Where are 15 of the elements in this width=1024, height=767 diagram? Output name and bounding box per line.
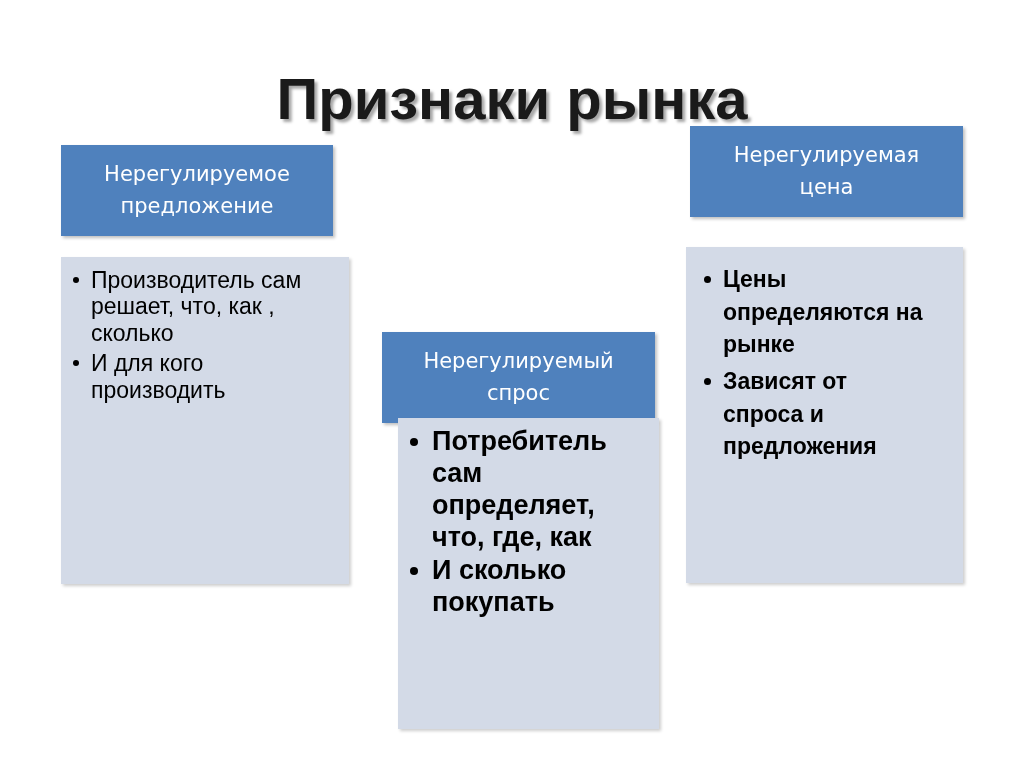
bullet-text: И для кого производить bbox=[91, 350, 227, 404]
header-box bbox=[61, 145, 333, 236]
header-text: Нерегулируемый спрос bbox=[422, 348, 615, 407]
header-box bbox=[382, 332, 655, 423]
bullet-text: Потребитель сам определяет, что, где, как bbox=[432, 426, 608, 554]
header-text: Нерегулируемое предложение bbox=[103, 161, 291, 220]
bullet-text: Зависят от спроса и предложения bbox=[723, 366, 878, 462]
bullet-text: Цены определяются на рынке bbox=[723, 265, 923, 360]
slide-title: Признаки рынка bbox=[276, 66, 748, 131]
text-card bbox=[686, 247, 963, 583]
text-card bbox=[61, 257, 349, 584]
text-card bbox=[398, 418, 659, 729]
bullet-text: Производитель сам решает, что, как , сколько bbox=[91, 267, 303, 347]
bullet-text: И сколько покупать bbox=[432, 555, 568, 620]
header-text: Нерегулируемая цена bbox=[732, 142, 921, 201]
